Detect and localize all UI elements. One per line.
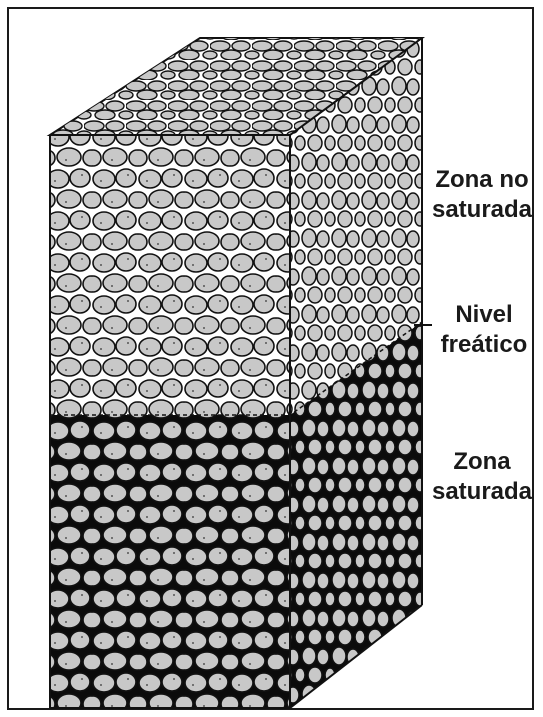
unsaturated-zone-label: Zona no saturada — [424, 165, 540, 225]
saturated-zone-label: Zona saturada — [424, 447, 540, 507]
water-table-label: Nivel freático — [432, 300, 536, 360]
